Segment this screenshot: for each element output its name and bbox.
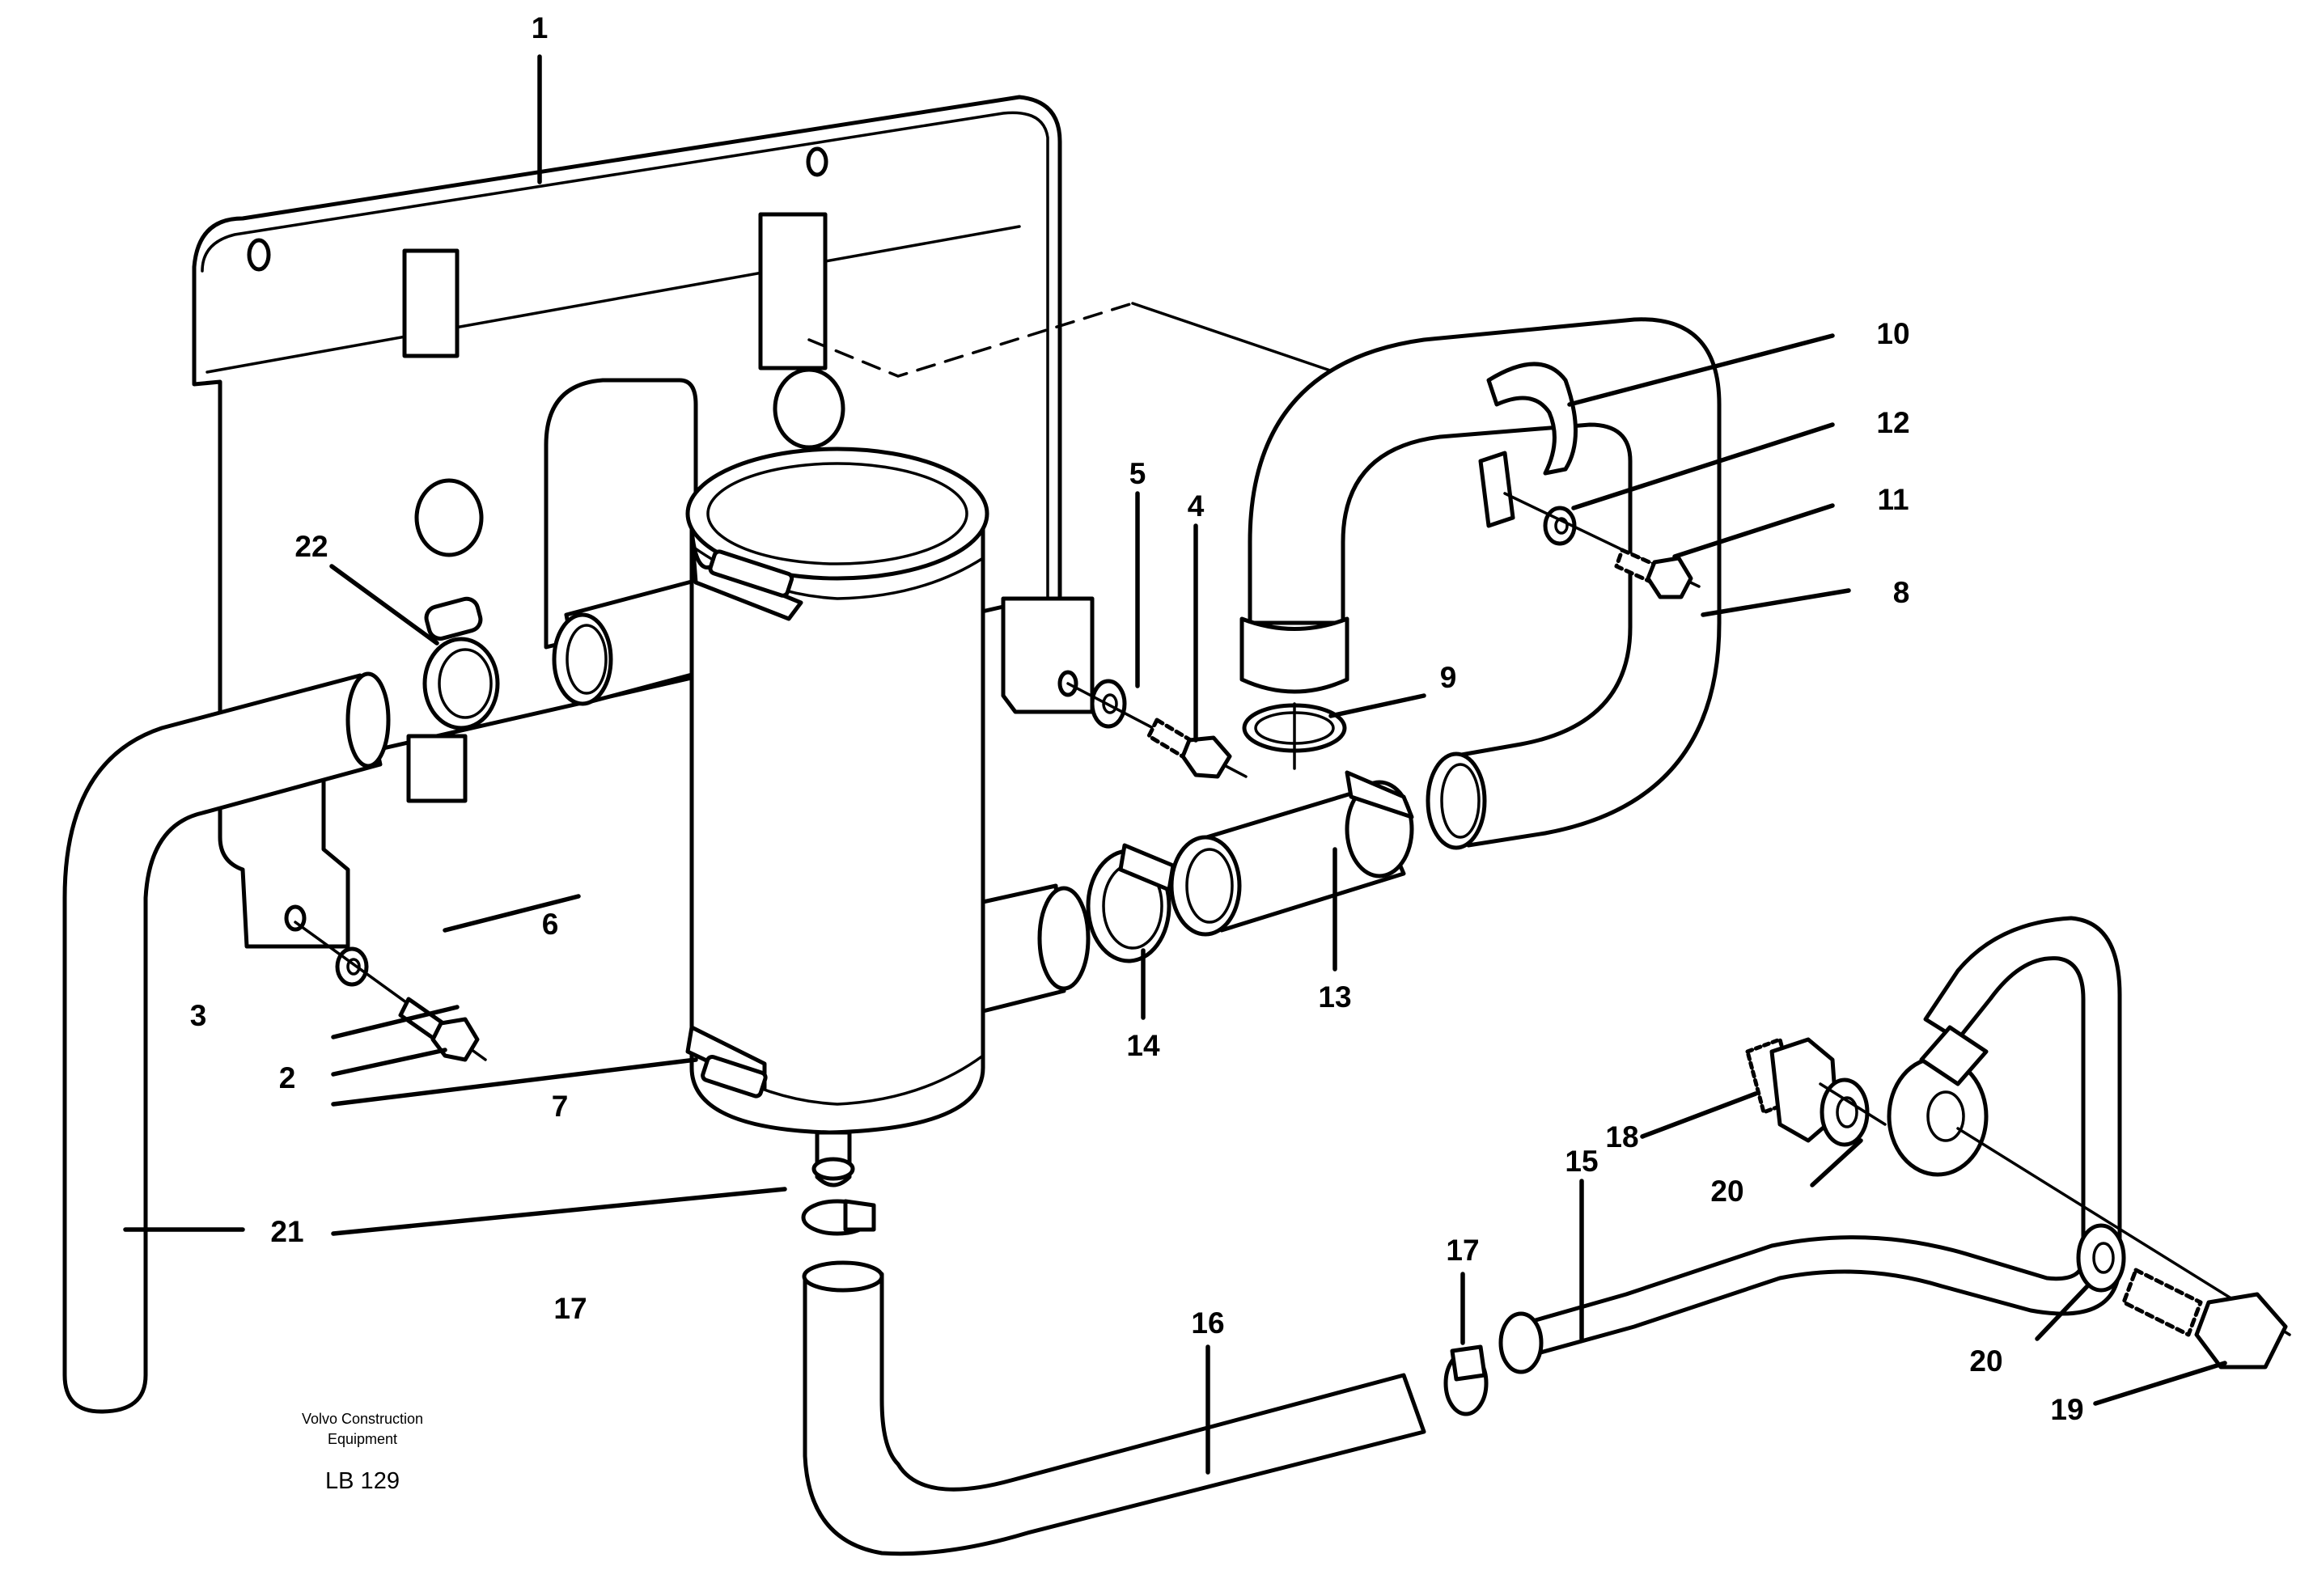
callout-7: 7: [552, 1090, 569, 1123]
leader-lines: [123, 54, 2227, 1475]
callout-15: 15: [1565, 1145, 1598, 1178]
caption-line-1: Volvo Construction: [302, 1411, 423, 1427]
hose-21: [62, 671, 391, 1414]
clamp-17-upper: [801, 1199, 876, 1236]
filter-canister: [685, 447, 1091, 1187]
callout-5: 5: [1129, 457, 1146, 490]
caption: Volvo Construction Equipment LB 129: [302, 1411, 423, 1494]
callout-2: 2: [279, 1061, 296, 1094]
bolt-19: [2121, 1268, 2288, 1370]
callout-1: 1: [532, 11, 549, 44]
callout-20-lower: 20: [1969, 1344, 2002, 1378]
banjo-fitting: [1887, 1025, 1989, 1177]
callout-17-upper: 17: [553, 1292, 587, 1325]
clamp-22: [422, 596, 500, 730]
callout-18: 18: [1605, 1120, 1638, 1154]
o-ring-9: [1242, 702, 1347, 770]
sleeve-13: [1169, 770, 1414, 937]
bolt-11: [1614, 548, 1693, 599]
callout-19: 19: [2050, 1393, 2083, 1426]
clip-10: [1478, 362, 1578, 528]
callout-12: 12: [1876, 406, 1909, 439]
caption-line-2: Equipment: [328, 1431, 397, 1447]
callout-16: 16: [1191, 1306, 1224, 1340]
callout-20-upper: 20: [1710, 1175, 1743, 1208]
callout-13: 13: [1318, 980, 1351, 1014]
washer-20-lower: [2076, 1223, 2126, 1293]
callout-17-lower: 17: [1446, 1234, 1479, 1267]
clamp-17-lower: [1443, 1344, 1489, 1416]
bolt-4: [1146, 718, 1232, 779]
diagram-code: LB 129: [325, 1468, 400, 1494]
callout-8: 8: [1893, 576, 1910, 609]
callout-11: 11: [1877, 483, 1909, 516]
callout-22: 22: [294, 530, 328, 563]
callout-6: 6: [542, 908, 559, 941]
callout-14: 14: [1126, 1029, 1160, 1062]
mounting-plate: [192, 95, 1095, 949]
hose-16: [802, 1260, 1426, 1556]
callout-3: 3: [190, 999, 207, 1032]
callout-21: 21: [270, 1215, 303, 1248]
pipe-15: [1498, 916, 2122, 1374]
callout-4: 4: [1188, 489, 1205, 523]
callout-9: 9: [1440, 661, 1457, 694]
clamp-14: [1086, 843, 1176, 963]
fitting-18: [1745, 1037, 1839, 1143]
callout-10: 10: [1876, 317, 1909, 350]
callouts: 1 2 3 4 5 6 7 8 9 10 11 12 13 14 15 16 1…: [190, 11, 2084, 1426]
